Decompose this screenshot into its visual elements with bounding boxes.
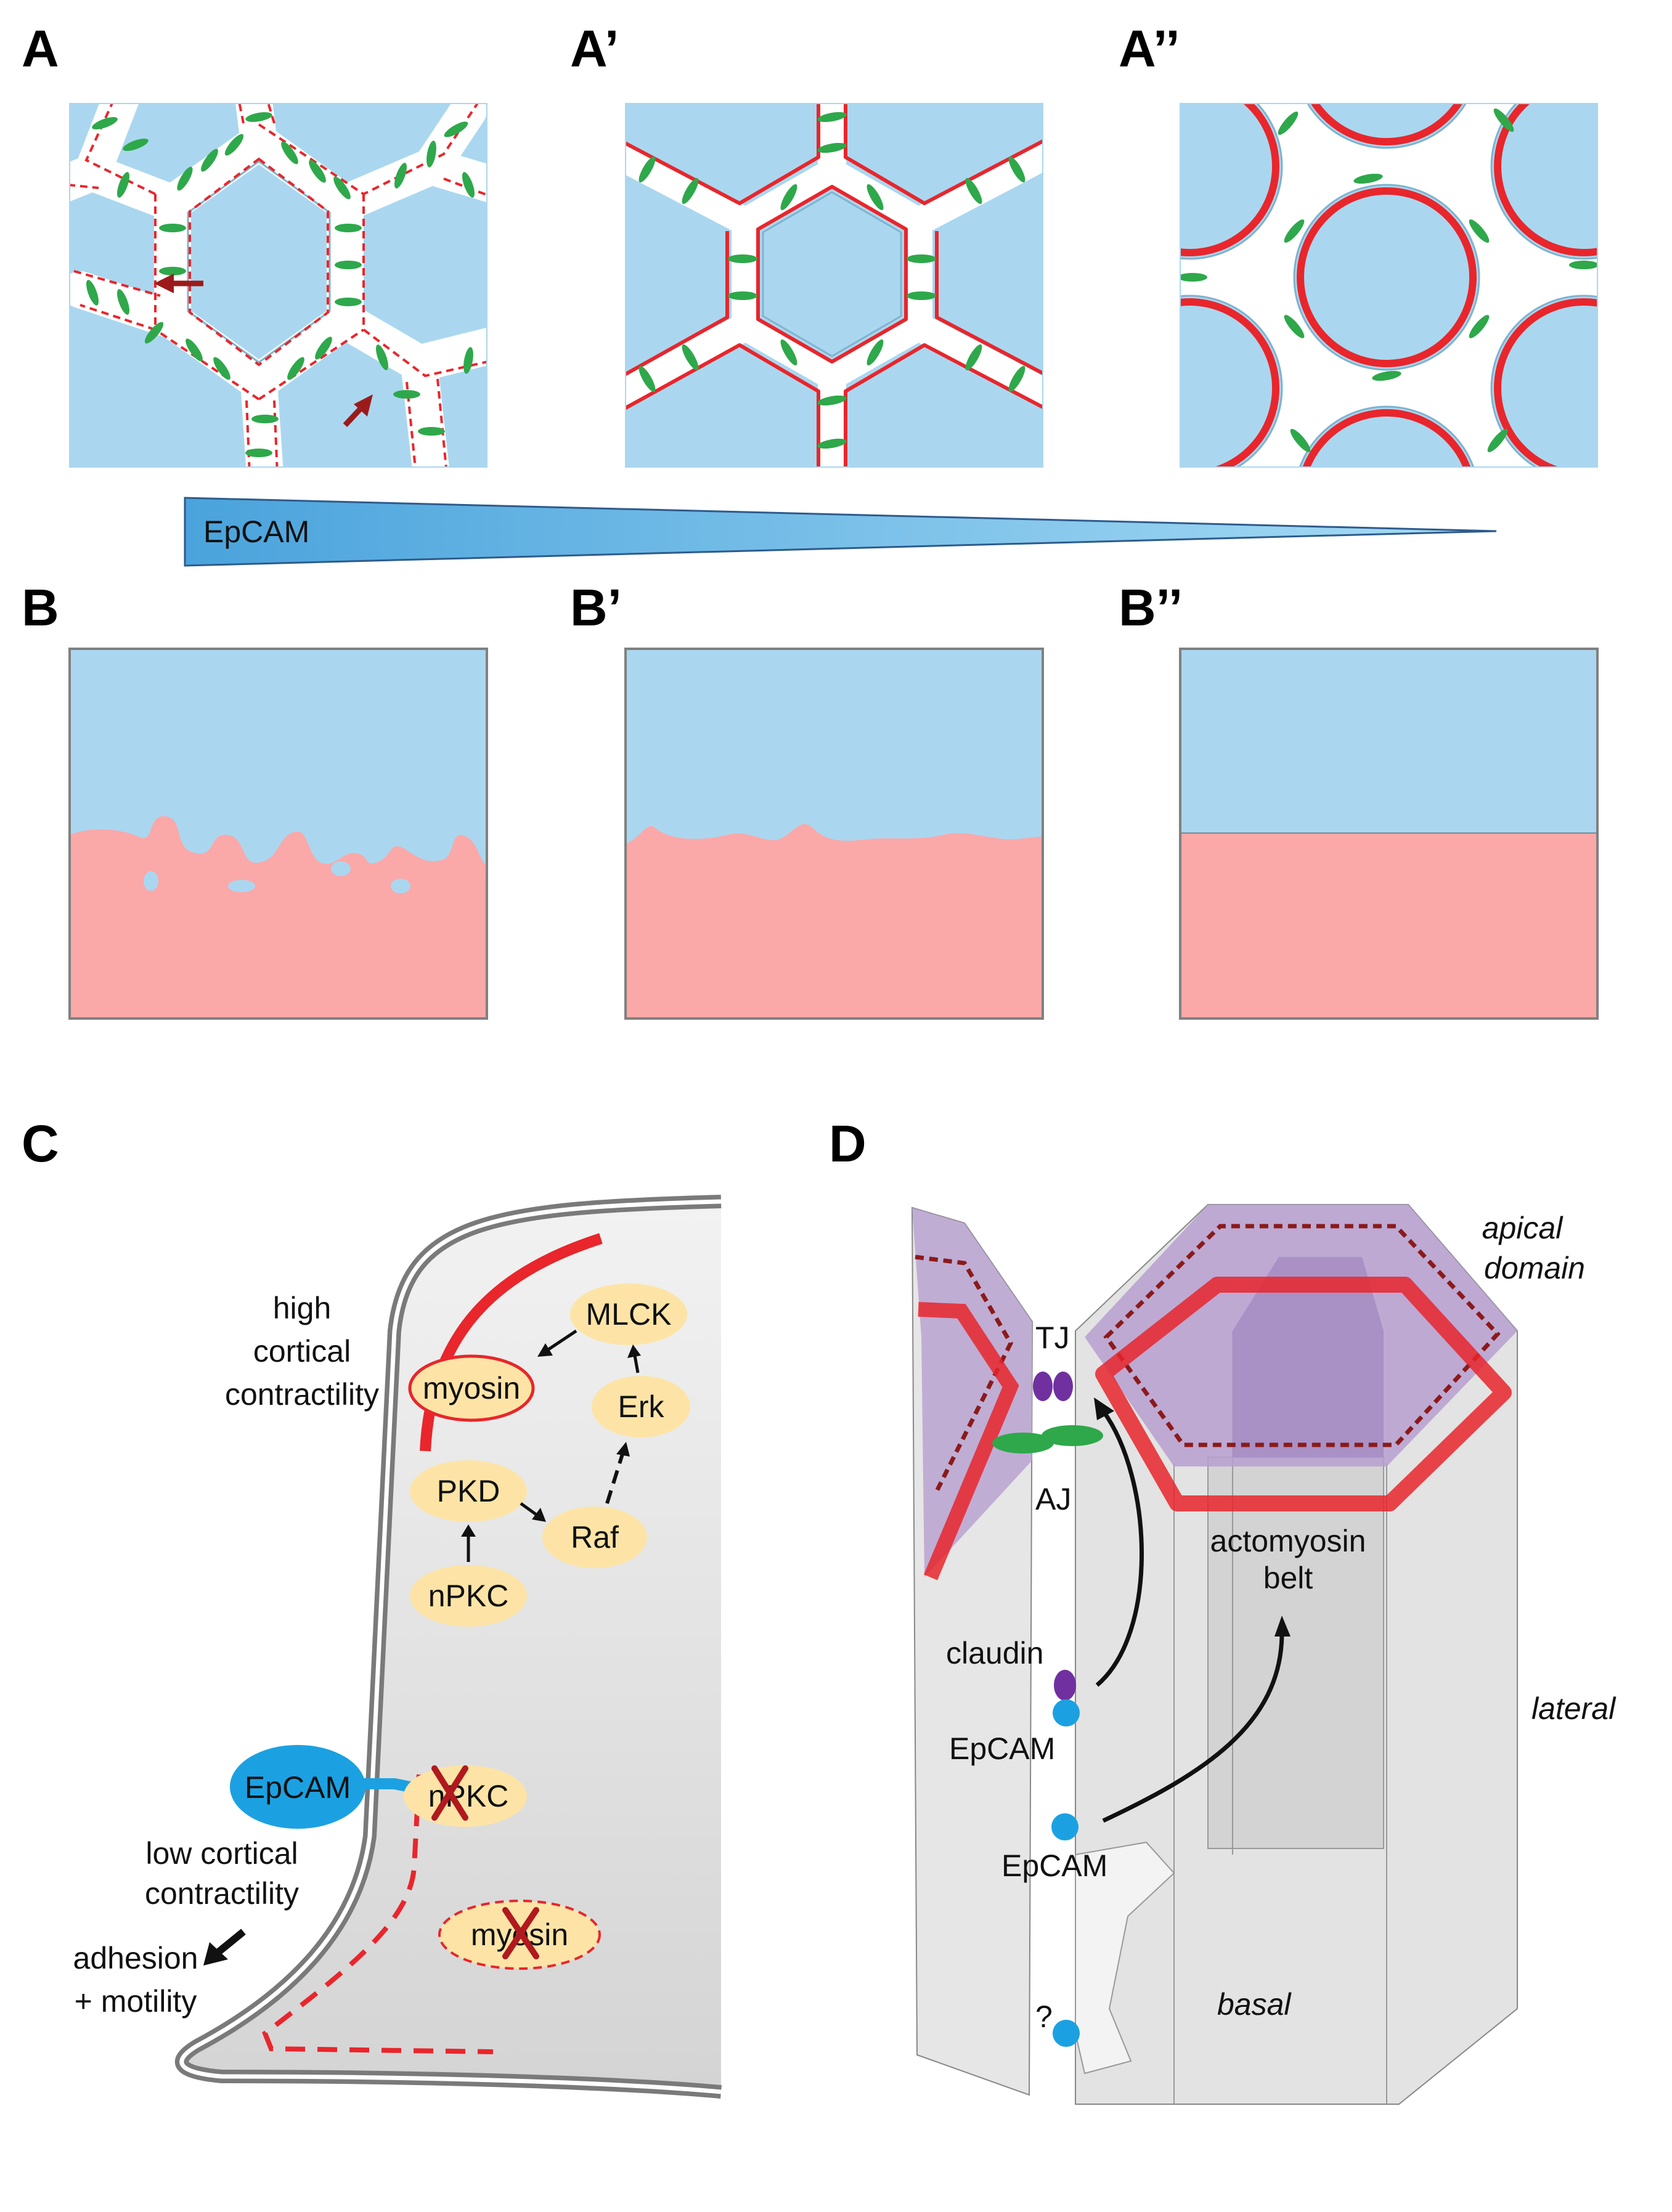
epcam-label-1: EpCAM (949, 1731, 1055, 1766)
panel-label-b: B (22, 579, 59, 636)
adhesion-motility-line1: adhesion (73, 1941, 198, 1975)
panel-c-cell (174, 1195, 722, 2099)
panel-a-prime-tissue (626, 104, 1043, 467)
lateral-label: lateral (1531, 1691, 1617, 1726)
svg-text:EpCAM: EpCAM (245, 1770, 351, 1805)
node-raf: Raf (542, 1507, 647, 1568)
panel-label-a: A (22, 20, 59, 78)
panel-label-a-double-prime: A’’ (1119, 20, 1180, 78)
apical-domain-line2: domain (1484, 1251, 1585, 1285)
unknown-partner-label: ? (1035, 1999, 1053, 2034)
high-contractility-line2: cortical (253, 1334, 351, 1368)
low-contractility-line2: contractility (145, 1876, 299, 1911)
panel-label-d: D (829, 1115, 867, 1173)
node-erk: Erk (592, 1376, 690, 1437)
actomyosin-belt-line2: belt (1263, 1561, 1313, 1595)
panel-d-neighbor-cell (911, 1206, 1034, 2096)
epcam-gradient-label: EpCAM (203, 514, 309, 549)
actomyosin-belt-line1: actomyosin (1210, 1524, 1366, 1558)
aj-label: AJ (1035, 1482, 1071, 1516)
panel-b-double-prime-interface (1179, 648, 1599, 1020)
svg-text:Erk: Erk (618, 1389, 665, 1424)
panel-label-b-double-prime: B’’ (1119, 579, 1183, 636)
high-contractility-line1: high (273, 1291, 332, 1325)
svg-text:myosin: myosin (423, 1371, 520, 1405)
node-myosin: myosin (408, 1354, 535, 1422)
apical-domain-line1: apical (1482, 1211, 1564, 1245)
svg-text:Raf: Raf (571, 1520, 619, 1555)
low-contractility-line1: low cortical (145, 1836, 298, 1871)
panel-b-prime-interface (624, 648, 1044, 1020)
epcam-molecule-lateral (1051, 1813, 1079, 1840)
node-npkc-inhibited: nPKC (404, 1765, 527, 1827)
epcam-gradient-wedge (184, 497, 1497, 567)
panel-d-main-cell (1075, 1204, 1518, 2105)
basal-label: basal (1217, 1987, 1292, 2022)
panel-b-interface (68, 648, 488, 1020)
svg-text:PKD: PKD (437, 1474, 500, 1508)
epcam-molecule-junctional (1053, 1699, 1080, 1726)
signalling-arrows (461, 1329, 641, 1562)
motility-arrow (203, 1929, 246, 1966)
epcam-molecule: EpCAM (230, 1745, 426, 1829)
claudin-molecule (1054, 1670, 1076, 1701)
adherens-junction-proteins (992, 1425, 1103, 1454)
panel-label-c: C (22, 1115, 59, 1173)
adhesion-motility-line2: + motility (75, 1984, 197, 2019)
node-mlck: MLCK (570, 1283, 687, 1345)
panel-a-tissue (70, 104, 487, 467)
regulation-arrows (1095, 1409, 1284, 1823)
tj-label: TJ (1035, 1320, 1070, 1355)
panel-label-b-prime: B’ (570, 579, 622, 636)
tight-junction-proteins (1033, 1372, 1073, 1401)
panel-a-double-prime-tissue (1180, 104, 1597, 467)
node-pkd: PKD (410, 1460, 527, 1522)
panel-label-a-prime: A’ (570, 20, 619, 78)
svg-text:nPKC: nPKC (428, 1579, 509, 1613)
node-myosin-inhibited: myosin (438, 1900, 601, 1970)
svg-text:MLCK: MLCK (586, 1297, 672, 1332)
high-contractility-line3: contractility (225, 1377, 379, 1412)
node-npkc: nPKC (410, 1565, 527, 1627)
claudin-label: claudin (946, 1636, 1043, 1670)
epcam-molecule-basal (1053, 2020, 1080, 2047)
cortical-actomyosin-low (262, 1774, 494, 2054)
epcam-label-2: EpCAM (1001, 1848, 1107, 1883)
